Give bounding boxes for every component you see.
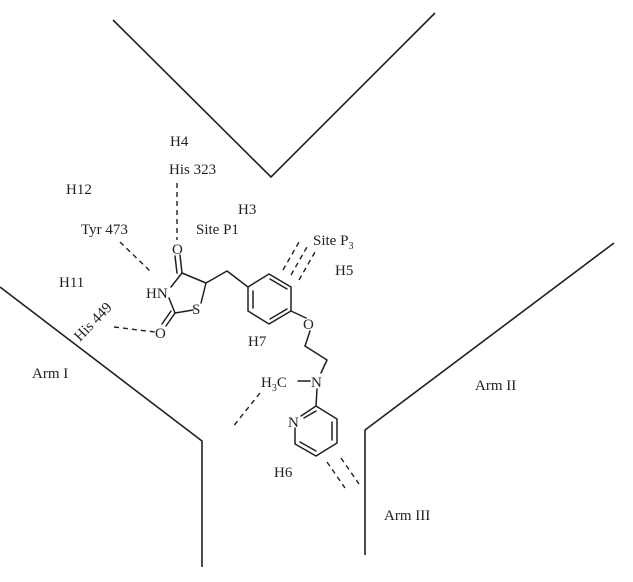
atom-h3c-c: C (277, 375, 287, 391)
label-h5: H5 (335, 263, 353, 279)
label-tyr473: Tyr 473 (81, 222, 128, 238)
methyl-contact (231, 392, 261, 429)
atom-n-amine: N (311, 375, 322, 391)
benzene-double-3 (269, 308, 288, 320)
label-site-p3: Site P3 (313, 233, 353, 252)
bond-c2-o (165, 312, 176, 327)
pyridine-double-2 (299, 441, 317, 452)
interaction-lines (113, 183, 360, 489)
label-h3: H3 (238, 202, 256, 218)
arm1-wall (0, 286, 203, 567)
atom-h3c: H3C (261, 375, 287, 394)
label-site-p1: Site P1 (196, 222, 239, 238)
h6-contact-2 (340, 457, 360, 485)
benzene-double-2 (269, 278, 288, 290)
bond-n-pyridine (315, 388, 318, 407)
atom-h3c-sub: 3 (272, 383, 277, 394)
pocket-walls (0, 12, 615, 567)
label-site-p3-sub: 3 (348, 241, 353, 252)
atom-o-ether: O (303, 317, 314, 333)
atom-hn: HN (146, 286, 168, 302)
top-v-wall (112, 12, 436, 179)
atom-labels: O HN S O O H3C N N (146, 242, 322, 431)
label-arm3: Arm III (384, 508, 430, 524)
bond-c5-s (200, 282, 207, 304)
bond-n-c4 (170, 272, 183, 288)
pyridine-ring (294, 405, 338, 457)
label-h7: H7 (248, 334, 267, 350)
bond-ch2-n (320, 359, 328, 374)
label-his323: His 323 (169, 162, 216, 178)
atom-o-bottom: O (155, 326, 166, 342)
bond-ring-o (290, 310, 307, 319)
bond-c2-n (168, 297, 176, 314)
label-arm2: Arm II (475, 378, 516, 394)
label-h12: H12 (66, 182, 92, 198)
ligand-structure (161, 254, 338, 457)
atom-n-pyridine: N (288, 415, 299, 431)
h6-contact-1 (326, 461, 346, 489)
bond-c5-ch2 (205, 270, 228, 284)
pyridine-double-3 (303, 410, 317, 419)
bond-c4-o (179, 254, 183, 274)
atom-h3c-h: H (261, 375, 272, 391)
label-h11: H11 (59, 275, 84, 291)
label-site-p3-main: Site P (313, 233, 348, 249)
his449-hbond (113, 326, 156, 333)
tyr473-hbond (119, 241, 152, 273)
annotation-labels: H4 His 323 H12 H3 Tyr 473 Site P1 Site P… (32, 134, 516, 524)
bond-ch2-ring (226, 270, 249, 288)
label-arm1: Arm I (32, 366, 68, 382)
label-his449: His 449 (71, 300, 115, 345)
bond-ch2-ch2 (304, 345, 328, 361)
bond-s-c2 (174, 309, 194, 314)
label-h4: H4 (170, 134, 189, 150)
benzene-ring (247, 273, 292, 325)
label-h6: H6 (274, 465, 293, 481)
atom-o-top: O (172, 242, 183, 258)
bond-c4-c5 (181, 272, 207, 284)
arm2-arm3-wall (364, 242, 615, 555)
bond-c4-o-double (174, 255, 178, 274)
atom-s: S (192, 302, 200, 318)
bond-c2-o-double (161, 310, 172, 325)
bond-o-ch2 (304, 330, 311, 347)
